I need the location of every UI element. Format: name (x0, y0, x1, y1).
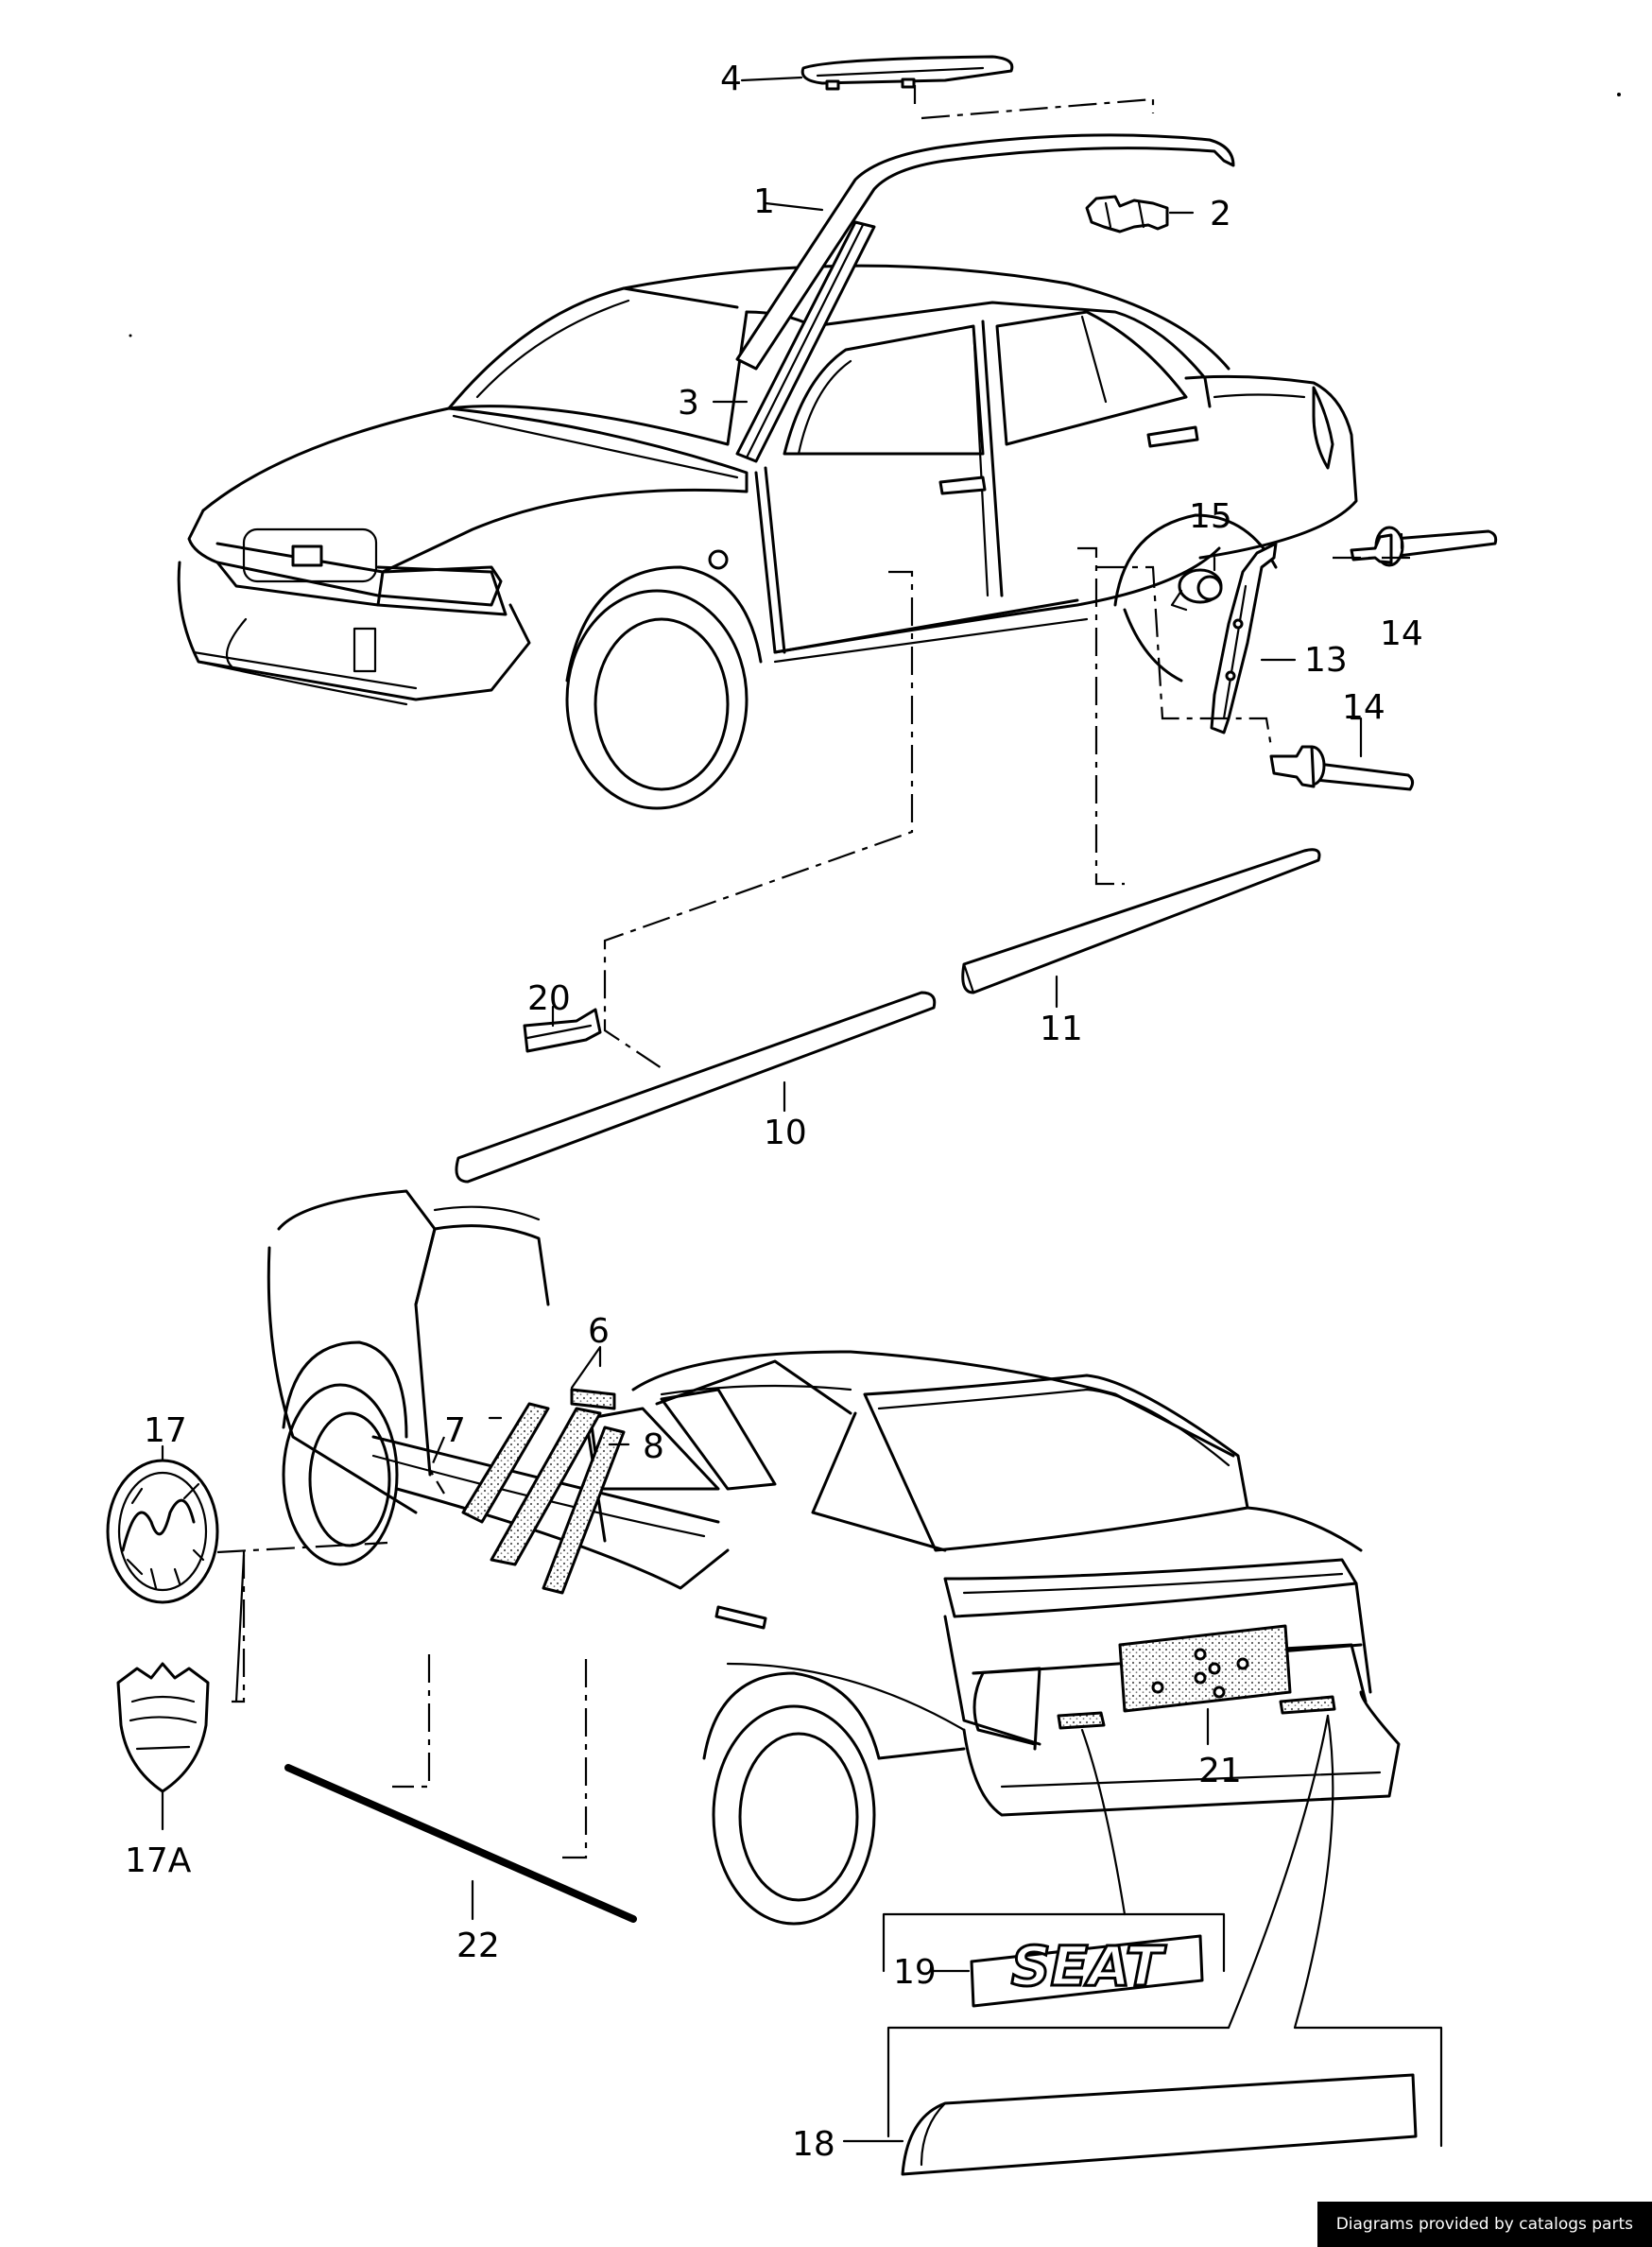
callout-17a: 17A (125, 1841, 192, 1880)
callout-3: 3 (678, 384, 699, 423)
part-14-push-rivet-lower (1269, 745, 1415, 791)
front-car-illustration (177, 264, 1358, 810)
part-17a-crest-emblem (116, 1662, 210, 1793)
callout-8: 8 (643, 1427, 664, 1466)
part-18-strip-panel (901, 2073, 1418, 2176)
part-2-clip (1085, 195, 1169, 233)
part-13-mudflap (1210, 542, 1278, 735)
callout-19: 19 (893, 1953, 937, 1992)
part-14-push-rivet-upper (1350, 526, 1498, 567)
callout-1: 1 (753, 182, 775, 221)
part-17-emblem (106, 1459, 219, 1604)
callout-6: 6 (588, 1312, 610, 1351)
callout-14-lower: 14 (1342, 688, 1385, 727)
top-leader-lines (551, 76, 1418, 1113)
callout-13: 13 (1304, 641, 1348, 680)
scan-specks (129, 93, 1621, 337)
callout-7: 7 (444, 1411, 466, 1450)
part-15-clip-nut (1170, 568, 1223, 612)
part-10-protective-strip (455, 991, 937, 1184)
rear-lettering-pads (1057, 1695, 1336, 1730)
part-3-pillar-trim (735, 220, 876, 463)
credit-banner: Diagrams provided by catalogs parts (1316, 2202, 1652, 2247)
bottom-leader-lines (161, 1345, 1443, 2148)
callout-10: 10 (764, 1114, 807, 1152)
callout-15: 15 (1189, 497, 1232, 536)
callout-11: 11 (1040, 1010, 1083, 1048)
part-7-pillar-foil (461, 1402, 550, 1524)
part-8-pillar-foil (542, 1426, 626, 1595)
callout-2: 2 (1210, 195, 1231, 233)
part-11-protective-strip (961, 848, 1321, 994)
callout-14-upper: 14 (1380, 614, 1423, 653)
callout-labels: 4 1 2 3 15 14 13 14 20 11 10 6 17 7 8 17… (125, 60, 1423, 2164)
part-21-plate-base (1118, 1624, 1292, 1713)
part-19-brand-lettering: SEAT (970, 1933, 1204, 2008)
rear-car-illustration (267, 1189, 1401, 1926)
callout-22: 22 (456, 1927, 500, 1965)
part-6-pillar-foil (490, 1388, 616, 1566)
callout-4: 4 (720, 60, 742, 98)
callout-20: 20 (527, 979, 571, 1018)
part-4-roof-cover (800, 55, 1014, 91)
callout-17: 17 (144, 1411, 187, 1450)
part-20-end-cap (523, 1008, 602, 1053)
callout-18: 18 (792, 2125, 835, 2164)
brand-lettering-text: SEAT (1011, 1934, 1167, 1998)
callout-21: 21 (1198, 1752, 1242, 1790)
part-22-strip (284, 1764, 637, 1923)
part-1-roof-moulding (735, 133, 1235, 371)
